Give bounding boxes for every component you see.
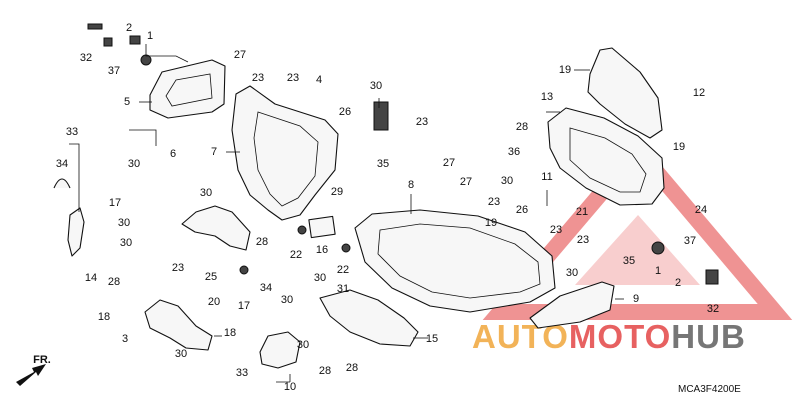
callout-23: 23 [252,72,264,84]
callout-23: 23 [172,262,184,274]
callout-18: 18 [98,311,110,323]
part-shape-4 [231,85,339,221]
svg-text:AUTOMOTOHUB: AUTOMOTOHUB [472,318,746,355]
callout-34: 34 [56,158,68,170]
callout-35: 35 [377,158,389,170]
part-shape-16 [308,215,336,239]
callout-23: 23 [416,116,428,128]
part-shape-9 [529,281,615,329]
callout-19: 19 [673,141,685,153]
callout-28: 28 [319,365,331,377]
callout-27: 27 [234,49,246,61]
diagram-code: MCA3F4200E [678,384,741,395]
callout-25: 25 [205,271,217,283]
watermark-word-hub: HUB [671,318,746,355]
callout-37: 37 [108,65,120,77]
direction-label: FR. [33,354,51,366]
callout-16: 16 [316,244,328,256]
callout-35: 35 [623,255,635,267]
callout-8: 8 [408,179,414,191]
callout-7: 7 [211,146,217,158]
callout-28: 28 [516,121,528,133]
watermark-logo: AUTOMOTOHUB [472,137,793,355]
callout-27: 27 [460,176,472,188]
callout-30: 30 [297,339,309,351]
callout-11: 11 [541,171,552,183]
callout-30: 30 [128,158,140,170]
callout-17: 17 [109,197,121,209]
callout-22: 22 [290,249,302,261]
callout-32: 32 [80,52,92,64]
callout-23: 23 [550,224,562,236]
part-shape-3 [144,299,213,351]
callout-4: 4 [316,74,322,86]
part-shape-10 [259,331,301,369]
callout-30: 30 [370,80,382,92]
callout-28: 28 [108,276,120,288]
callout-30: 30 [200,187,212,199]
callout-5: 5 [124,96,130,108]
callout-2: 2 [126,22,132,34]
callout-19: 19 [485,217,497,229]
part-shape-15 [319,289,419,347]
callout-30: 30 [175,348,187,360]
callout-1: 1 [147,30,153,42]
callout-37: 37 [684,235,696,247]
callout-12: 12 [693,87,705,99]
callout-18: 18 [224,327,236,339]
callout-29: 29 [331,186,343,198]
callout-32: 32 [707,303,719,315]
callout-2: 2 [675,277,681,289]
callout-27: 27 [443,157,455,169]
callout-26: 26 [516,204,528,216]
callout-14: 14 [85,272,97,284]
callout-24: 24 [695,204,707,216]
callout-34: 34 [260,282,272,294]
part-drawings [53,23,719,369]
callout-10: 10 [284,381,296,393]
callout-30: 30 [120,237,132,249]
callout-26: 26 [339,106,351,118]
callout-30: 30 [501,175,513,187]
part-shape-14 [181,205,251,251]
leader-lines [69,44,624,383]
callout-33: 33 [236,367,248,379]
callout-6: 6 [170,148,176,160]
callout-23: 23 [488,196,500,208]
callout-33: 33 [66,126,78,138]
callout-13: 13 [541,91,553,103]
callout-15: 15 [426,333,438,345]
callout-1: 1 [655,265,661,277]
callout-36: 36 [508,146,520,158]
part-shape-6 [67,207,85,257]
callout-28: 28 [256,236,268,248]
part-shape-13 [587,47,663,139]
callout-9: 9 [633,293,639,305]
part-shape-5 [149,59,226,119]
part-shape-12 [547,107,665,206]
callout-30: 30 [566,267,578,279]
watermark-word-moto: MOTO [569,318,671,355]
callout-30: 30 [281,294,293,306]
callout-30: 30 [118,217,130,229]
part-shape-8 [354,209,556,313]
callout-20: 20 [208,296,220,308]
callout-21: 21 [576,206,588,218]
callout-23: 23 [577,234,589,246]
callout-23: 23 [287,72,299,84]
callout-19: 19 [559,64,571,76]
callout-3: 3 [122,333,128,345]
callout-31: 31 [337,283,349,295]
callout-28: 28 [346,362,358,374]
callout-22: 22 [337,264,349,276]
callout-30: 30 [314,272,326,284]
callout-17: 17 [238,300,250,312]
front-direction-arrow: FR. [16,354,51,386]
